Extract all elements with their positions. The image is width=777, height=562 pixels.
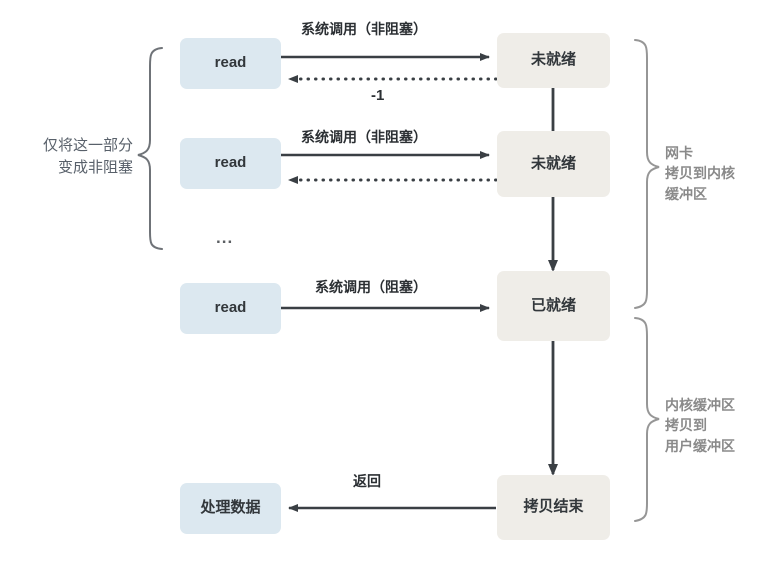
node-not-ready-2[interactable]: 未就绪 (497, 131, 610, 197)
edge-label-call-1: 系统调用（非阻塞） (301, 21, 427, 37)
right-bracket-2 (634, 317, 660, 522)
left-bracket-label: 仅将这一部分 变成非阻塞 (42, 137, 133, 176)
node-read-1-label: read (214, 54, 247, 72)
node-read-3-label: read (214, 299, 247, 317)
node-read-3[interactable]: read (180, 283, 281, 334)
node-read-1[interactable]: read (180, 38, 281, 89)
right-bracket-1 (634, 39, 660, 309)
node-copy-done-label: 拷贝结束 (523, 498, 584, 516)
right-bracket-label-1: 网卡 拷贝到内核 缓冲区 (665, 145, 735, 202)
node-ready[interactable]: 已就绪 (497, 271, 610, 341)
node-read-2-label: read (214, 154, 247, 172)
node-not-ready-1-label: 未就绪 (530, 51, 576, 69)
node-process-data[interactable]: 处理数据 (180, 483, 281, 534)
edge-label-return-1: -1 (371, 87, 385, 104)
node-not-ready-1[interactable]: 未就绪 (497, 33, 610, 88)
ellipsis-more-reads: ... (216, 228, 234, 247)
edge-label-return-3: 返回 (353, 473, 381, 489)
edge-label-call-3: 系统调用（阻塞） (315, 279, 427, 295)
right-bracket-label-2: 内核缓冲区 拷贝到 用户缓冲区 (665, 397, 735, 454)
node-read-2[interactable]: read (180, 138, 281, 189)
node-process-data-label: 处理数据 (200, 499, 261, 517)
node-not-ready-2-label: 未就绪 (530, 154, 576, 172)
node-ready-label: 已就绪 (530, 296, 576, 314)
node-copy-done[interactable]: 拷贝结束 (497, 475, 610, 540)
left-bracket (137, 47, 163, 250)
edge-label-call-2: 系统调用（非阻塞） (301, 129, 427, 145)
